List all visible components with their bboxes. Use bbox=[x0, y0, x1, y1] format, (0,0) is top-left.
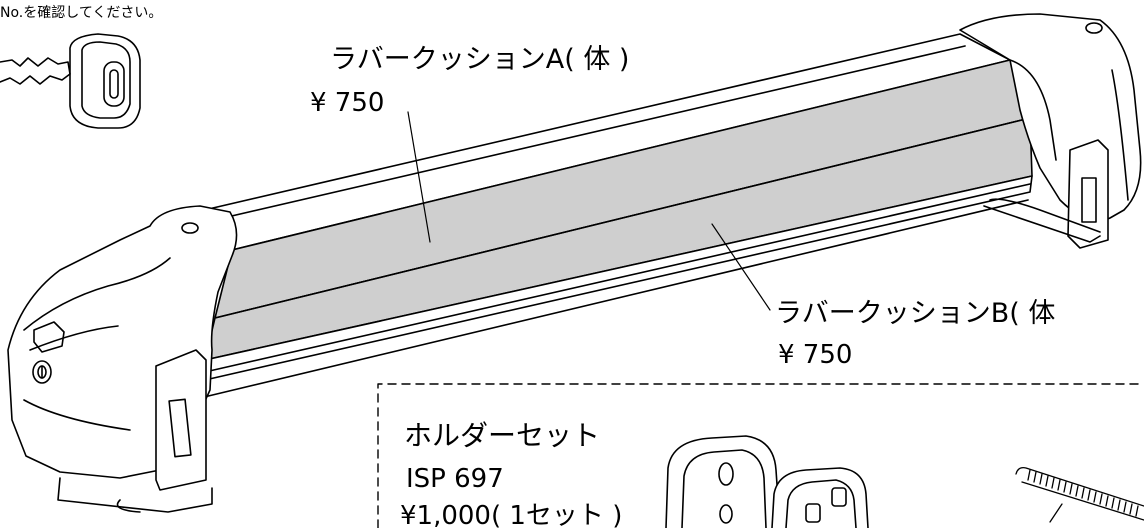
cushion-a-label: ラバークッションA( 体 ) bbox=[330, 44, 630, 75]
cushion-b-price: ¥ 750 bbox=[778, 340, 853, 370]
left-end-cap bbox=[7, 205, 238, 513]
key-icon bbox=[0, 33, 141, 129]
cushion-b-label: ラバークッションB( 体 bbox=[775, 298, 1056, 329]
holder-set-code: ISP 697 bbox=[406, 464, 504, 494]
spring-icon bbox=[1015, 466, 1144, 523]
holder-set-price: ¥1,000( 1セット ) bbox=[400, 501, 623, 531]
instruction-note: No.を確認してください。 bbox=[0, 5, 163, 21]
holder-set-box bbox=[377, 383, 1144, 528]
lock-icon bbox=[32, 360, 52, 384]
leader-lines bbox=[407, 111, 771, 311]
lock-cover bbox=[33, 321, 65, 353]
right-end-cap bbox=[959, 13, 1142, 249]
holder-set-title: ホルダーセット bbox=[404, 419, 601, 452]
rack-bar-icon bbox=[169, 33, 1033, 399]
holder-plate-icon bbox=[665, 435, 869, 528]
cushion-a-price: ¥ 750 bbox=[310, 88, 385, 118]
